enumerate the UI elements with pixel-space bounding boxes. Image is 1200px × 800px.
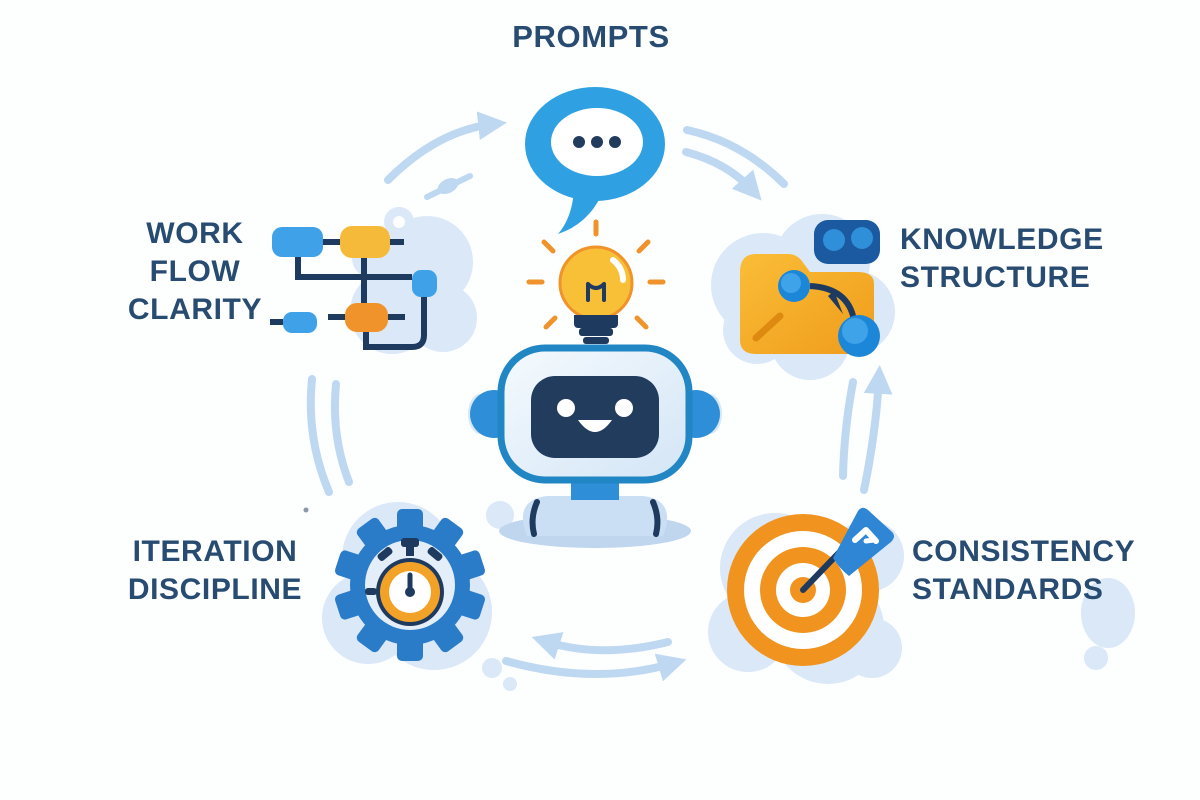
arrow-left-plain-1 — [306, 375, 333, 496]
robot-face-screen — [531, 376, 659, 458]
label-iteration-line2: DISCIPLINE — [127, 573, 303, 606]
label-knowledge-line2: STRUCTURE — [900, 261, 1091, 294]
arrow-bead — [437, 178, 459, 194]
robot-body — [522, 496, 668, 536]
stopwatch — [365, 538, 444, 626]
robot-icon — [468, 219, 722, 548]
arrow-prompts-to-knowledge — [682, 148, 762, 201]
label-workflow-line3: CLARITY — [127, 293, 263, 326]
folder-icon — [740, 220, 880, 357]
label-iteration: ITERATION DISCIPLINE — [95, 533, 335, 609]
target-dart-icon — [727, 507, 894, 666]
label-knowledge: KNOWLEDGE STRUCTURE — [900, 221, 1160, 297]
speech-bubble-icon — [525, 87, 665, 234]
label-workflow: WORK FLOW CLARITY — [85, 215, 305, 329]
robot-smile — [578, 420, 612, 432]
robot-eye-right — [615, 399, 633, 417]
flowchart-icon — [270, 226, 437, 350]
label-workflow-line2: FLOW — [149, 255, 241, 288]
label-prompts: PROMPTS — [512, 19, 670, 54]
lightbulb-icon — [526, 219, 666, 344]
label-consistency-line1: CONSISTENCY — [912, 535, 1136, 568]
arrow-prompts-to-knowledge-outer — [683, 126, 788, 188]
robot-eye-left — [557, 399, 575, 417]
label-consistency: CONSISTENCY STANDARDS — [912, 533, 1172, 609]
arrow-bottom-to-left — [531, 632, 672, 660]
arrow-bottom-to-right — [502, 653, 687, 682]
dart — [800, 507, 894, 593]
label-knowledge-line1: KNOWLEDGE — [900, 223, 1104, 256]
label-iteration-line1: ITERATION — [132, 535, 298, 568]
label-workflow-line1: WORK — [146, 217, 244, 250]
arrow-right-plain — [839, 378, 857, 480]
arrow-workflow-to-prompts — [384, 111, 507, 184]
gear-stopwatch-icon — [335, 509, 485, 661]
arrow-left-plain-2 — [330, 380, 353, 486]
label-consistency-line2: STANDARDS — [912, 573, 1104, 606]
arrow-consistency-to-knowledge — [860, 365, 893, 494]
